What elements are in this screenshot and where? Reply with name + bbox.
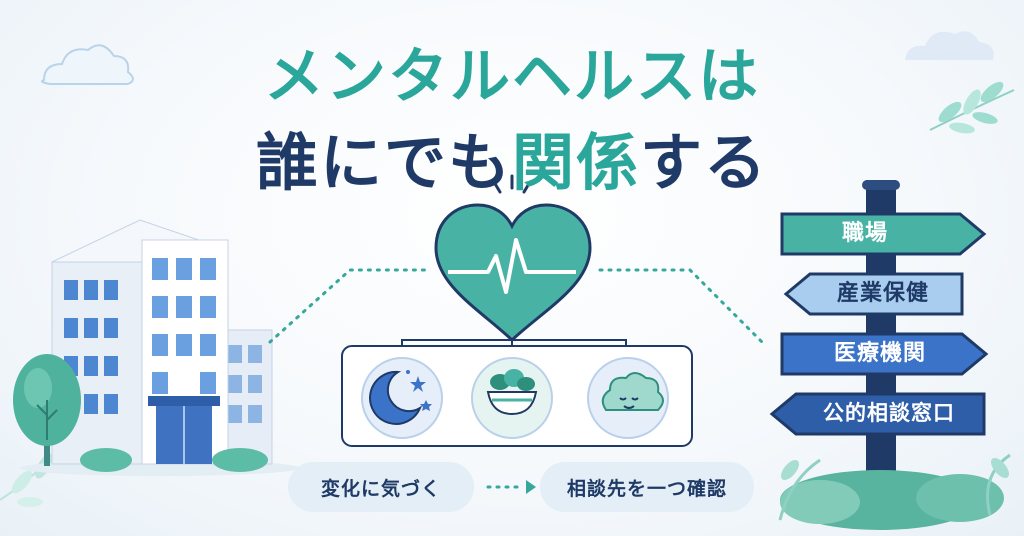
- sign-medical-institution: 医療機関: [833, 341, 926, 366]
- plant-bush-icon: [778, 453, 1011, 530]
- leaf-branch-top-right-icon: [929, 81, 1015, 134]
- signpost-icon: [769, 180, 989, 490]
- step-check-consultation: 相談先を一つ確認: [540, 462, 754, 512]
- office-building-icon: [51, 219, 229, 465]
- headline-line-2: 誰にでも関係する: [0, 112, 1024, 202]
- headline-accent: 関係: [511, 126, 640, 199]
- moon-stars-icon: [361, 357, 443, 439]
- cloud-left-icon: [41, 44, 134, 85]
- leaf-branch-bottom-left-icon: [0, 449, 61, 507]
- heartbeat-icon: [434, 174, 592, 343]
- headline-text: 誰にでも: [255, 126, 512, 199]
- connector-dots: [268, 268, 767, 489]
- tree-icon: [13, 354, 81, 466]
- sign-workplace: 職場: [841, 221, 888, 246]
- cloud-right-icon: [903, 31, 994, 60]
- sign-public-consultation: 公的相談窓口: [823, 401, 955, 425]
- bush-icon: [80, 448, 268, 472]
- step-notice-change: 変化に気づく: [288, 462, 474, 512]
- sign-occupational-health: 産業保健: [836, 281, 929, 306]
- headline-text-end: する: [640, 126, 769, 199]
- calm-cloud-icon: [587, 357, 669, 439]
- arrow-right-icon: [526, 480, 536, 494]
- salad-bowl-icon: [471, 357, 553, 439]
- headline-line-1: メンタルヘルスは: [264, 42, 760, 112]
